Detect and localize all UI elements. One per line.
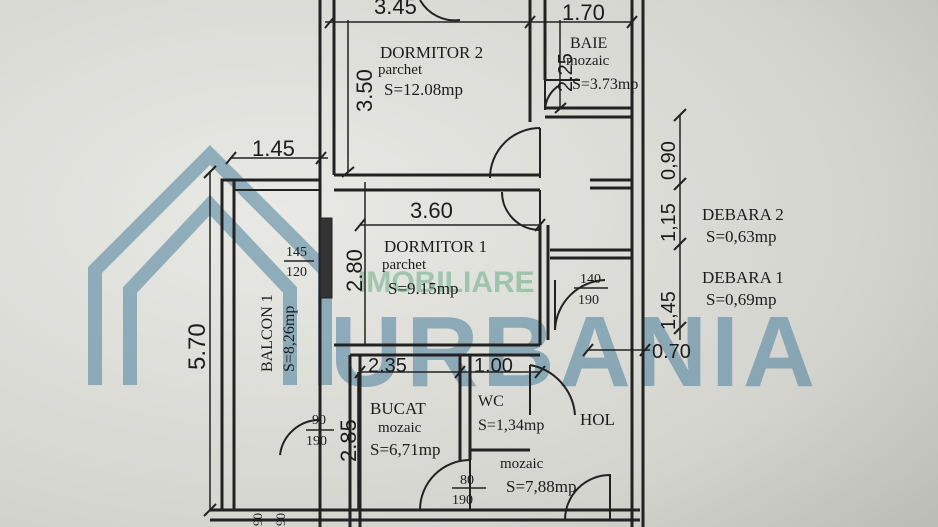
debara2-name: DEBARA 2 bbox=[702, 205, 784, 224]
dormitor1-floor: parchet bbox=[382, 257, 427, 273]
dim-dorm1-width: 3.60 bbox=[410, 198, 453, 223]
dorm1-window bbox=[319, 217, 333, 299]
doors bbox=[279, 0, 611, 521]
dormitor2-area: S=12.08mp bbox=[384, 80, 463, 99]
door-debara-dim-top: 140 bbox=[580, 272, 601, 287]
dim-dorm1-height: 2.80 bbox=[342, 249, 367, 292]
dim-kitchen-width: 2.35 bbox=[368, 355, 407, 377]
dormitor2-floor: parchet bbox=[378, 62, 423, 78]
dorm1-door bbox=[501, 190, 541, 231]
door-debara-dim-bottom: 190 bbox=[578, 293, 599, 308]
wc-area: S=1,34mp bbox=[478, 417, 544, 434]
kitchen-door bbox=[419, 458, 471, 511]
window-dim-bottom: 120 bbox=[286, 265, 307, 280]
dimension-lines bbox=[209, 20, 681, 510]
balcony bbox=[220, 178, 320, 512]
dormitor1-name: DORMITOR 1 bbox=[384, 237, 487, 256]
dim-right-145: 1,45 bbox=[658, 291, 680, 330]
opening-labels: 145 120 140 190 90 190 80 190 90 90 bbox=[250, 245, 608, 526]
dim-balcony-length: 5.70 bbox=[184, 323, 211, 370]
dim-right-090: 0,90 bbox=[658, 141, 680, 180]
baie-door bbox=[544, 79, 580, 111]
debara2-area: S=0,63mp bbox=[706, 227, 777, 246]
room-labels: DORMITOR 2 parchet S=12.08mp BAIE mozaic… bbox=[259, 35, 784, 496]
hol-door bbox=[564, 473, 611, 521]
dim-top-left: 3.45 bbox=[374, 0, 417, 19]
dim-right-115: 1,15 bbox=[658, 203, 680, 242]
window-dim-top: 145 bbox=[286, 245, 307, 260]
dimension-labels: 3.45 1.70 3.50 2.25 1.45 3.60 2.80 5.70 … bbox=[184, 0, 691, 462]
dim-dorm2-height: 3.50 bbox=[352, 69, 377, 112]
dorm2-top-door bbox=[419, 0, 461, 22]
baie-area: S=3.73mp bbox=[572, 76, 638, 93]
dorm2-door bbox=[489, 127, 541, 179]
door-kitchen-dim-top: 80 bbox=[460, 473, 474, 488]
dim-top-right: 1.70 bbox=[562, 0, 605, 25]
door-balcony-dim-top: 90 bbox=[312, 413, 326, 428]
bucatarie-name: BUCAT bbox=[370, 399, 426, 418]
hol-floor: mozaic bbox=[500, 456, 544, 472]
bucatarie-area: S=6,71mp bbox=[370, 440, 441, 459]
balcon1-name: BALCON 1 bbox=[259, 294, 276, 372]
walls bbox=[210, 0, 645, 527]
dormitor1-area: S=9.15mp bbox=[388, 279, 459, 298]
watermark-brand-text: URBANIA bbox=[330, 296, 819, 408]
dim-right-070: 0.70 bbox=[652, 341, 691, 363]
wc-name: WC bbox=[478, 393, 504, 410]
bottom-left-dim-b: 90 bbox=[273, 513, 288, 526]
dim-wc-width: 1.00 bbox=[474, 355, 513, 377]
debara1-name: DEBARA 1 bbox=[702, 268, 784, 287]
door-kitchen-dim-bottom: 190 bbox=[452, 493, 473, 508]
dimension-ticks bbox=[203, 15, 687, 517]
debara-door bbox=[554, 279, 606, 331]
bottom-left-dim-a: 90 bbox=[250, 513, 265, 526]
balcon1-area: S=8,26mp bbox=[281, 306, 298, 372]
dim-balcony-width: 1.45 bbox=[252, 136, 295, 161]
balcony-door bbox=[279, 418, 321, 460]
dormitor2-name: DORMITOR 2 bbox=[380, 43, 483, 62]
debara1-area: S=0,69mp bbox=[706, 290, 777, 309]
baie-name: BAIE bbox=[570, 35, 607, 52]
dim-kitchen-height: 2.85 bbox=[336, 419, 361, 462]
baie-floor: mozaic bbox=[566, 53, 610, 69]
door-balcony-dim-bottom: 190 bbox=[306, 434, 327, 449]
hol-name: HOL bbox=[580, 410, 615, 429]
hol-area: S=7,88mp bbox=[506, 477, 577, 496]
bucatarie-floor: mozaic bbox=[378, 420, 422, 436]
watermark-small-text: IMOBILIARE bbox=[358, 266, 535, 299]
wc-door bbox=[529, 364, 576, 416]
dim-baie-height: 2.25 bbox=[555, 53, 577, 92]
